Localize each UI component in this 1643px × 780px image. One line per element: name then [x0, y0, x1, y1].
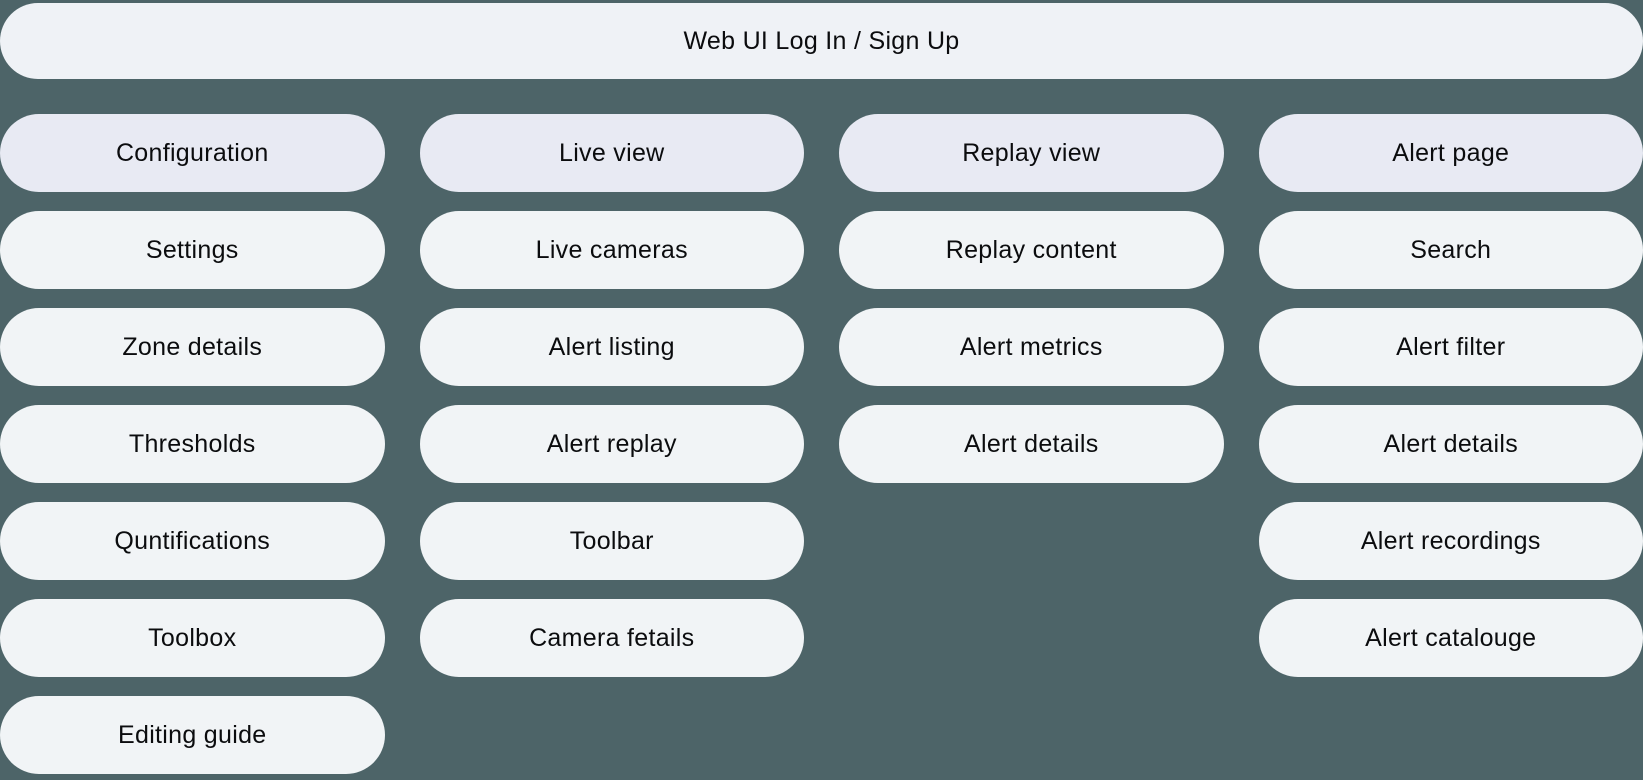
node-configuration-thresholds: Thresholds	[0, 405, 385, 483]
node-label: Live view	[558, 138, 665, 167]
node-label: Alert filter	[1396, 332, 1506, 361]
node-label: Alert listing	[548, 332, 675, 361]
node-configuration-quntifications: Quntifications	[0, 502, 385, 580]
banner-label: Web UI Log In / Sign Up	[683, 26, 960, 55]
node-live-view-alert-listing: Alert listing	[419, 308, 804, 386]
node-label: Settings	[145, 235, 239, 264]
node-label: Alert details	[963, 429, 1099, 458]
node-alert-page: Alert page	[1258, 114, 1643, 192]
node-replay-view-alert-metrics: Alert metrics	[839, 308, 1224, 386]
node-label: Alert recordings	[1360, 526, 1541, 555]
node-label: Thresholds	[128, 429, 256, 458]
node-label: Toolbox	[148, 623, 237, 652]
node-label: Quntifications	[114, 526, 271, 555]
node-alert-page-alert-filter: Alert filter	[1258, 308, 1643, 386]
node-label: Replay view	[962, 138, 1101, 167]
node-configuration: Configuration	[0, 114, 385, 192]
node-configuration-settings: Settings	[0, 211, 385, 289]
node-label: Zone details	[122, 332, 263, 361]
node-configuration-zone-details: Zone details	[0, 308, 385, 386]
node-live-view-live-cameras: Live cameras	[419, 211, 804, 289]
node-label: Alert metrics	[959, 332, 1103, 361]
node-label: Toolbar	[569, 526, 654, 555]
node-label: Camera fetails	[529, 623, 695, 652]
node-alert-page-alert-recordings: Alert recordings	[1258, 502, 1643, 580]
node-alert-page-search: Search	[1258, 211, 1643, 289]
node-replay-view: Replay view	[839, 114, 1224, 192]
node-live-view-camera-fetails: Camera fetails	[419, 599, 804, 677]
node-label: Search	[1410, 235, 1492, 264]
node-web-ui-login-signup: Web UI Log In / Sign Up	[0, 3, 1643, 79]
node-label: Alert details	[1383, 429, 1518, 458]
node-live-view-toolbar: Toolbar	[419, 502, 804, 580]
node-label: Alert page	[1392, 138, 1510, 167]
node-configuration-editing-guide: Editing guide	[0, 696, 385, 774]
node-alert-page-alert-details: Alert details	[1258, 405, 1643, 483]
node-replay-view-replay-content: Replay content	[839, 211, 1224, 289]
node-label: Live cameras	[535, 235, 688, 264]
node-label: Alert replay	[546, 429, 677, 458]
node-live-view: Live view	[419, 114, 804, 192]
node-live-view-alert-replay: Alert replay	[419, 405, 804, 483]
node-replay-view-alert-details: Alert details	[839, 405, 1224, 483]
node-label: Configuration	[115, 138, 269, 167]
node-label: Replay content	[945, 235, 1117, 264]
node-configuration-toolbox: Toolbox	[0, 599, 385, 677]
node-label: Alert catalouge	[1365, 623, 1537, 652]
node-label: Editing guide	[118, 720, 267, 749]
node-alert-page-alert-catalouge: Alert catalouge	[1258, 599, 1643, 677]
